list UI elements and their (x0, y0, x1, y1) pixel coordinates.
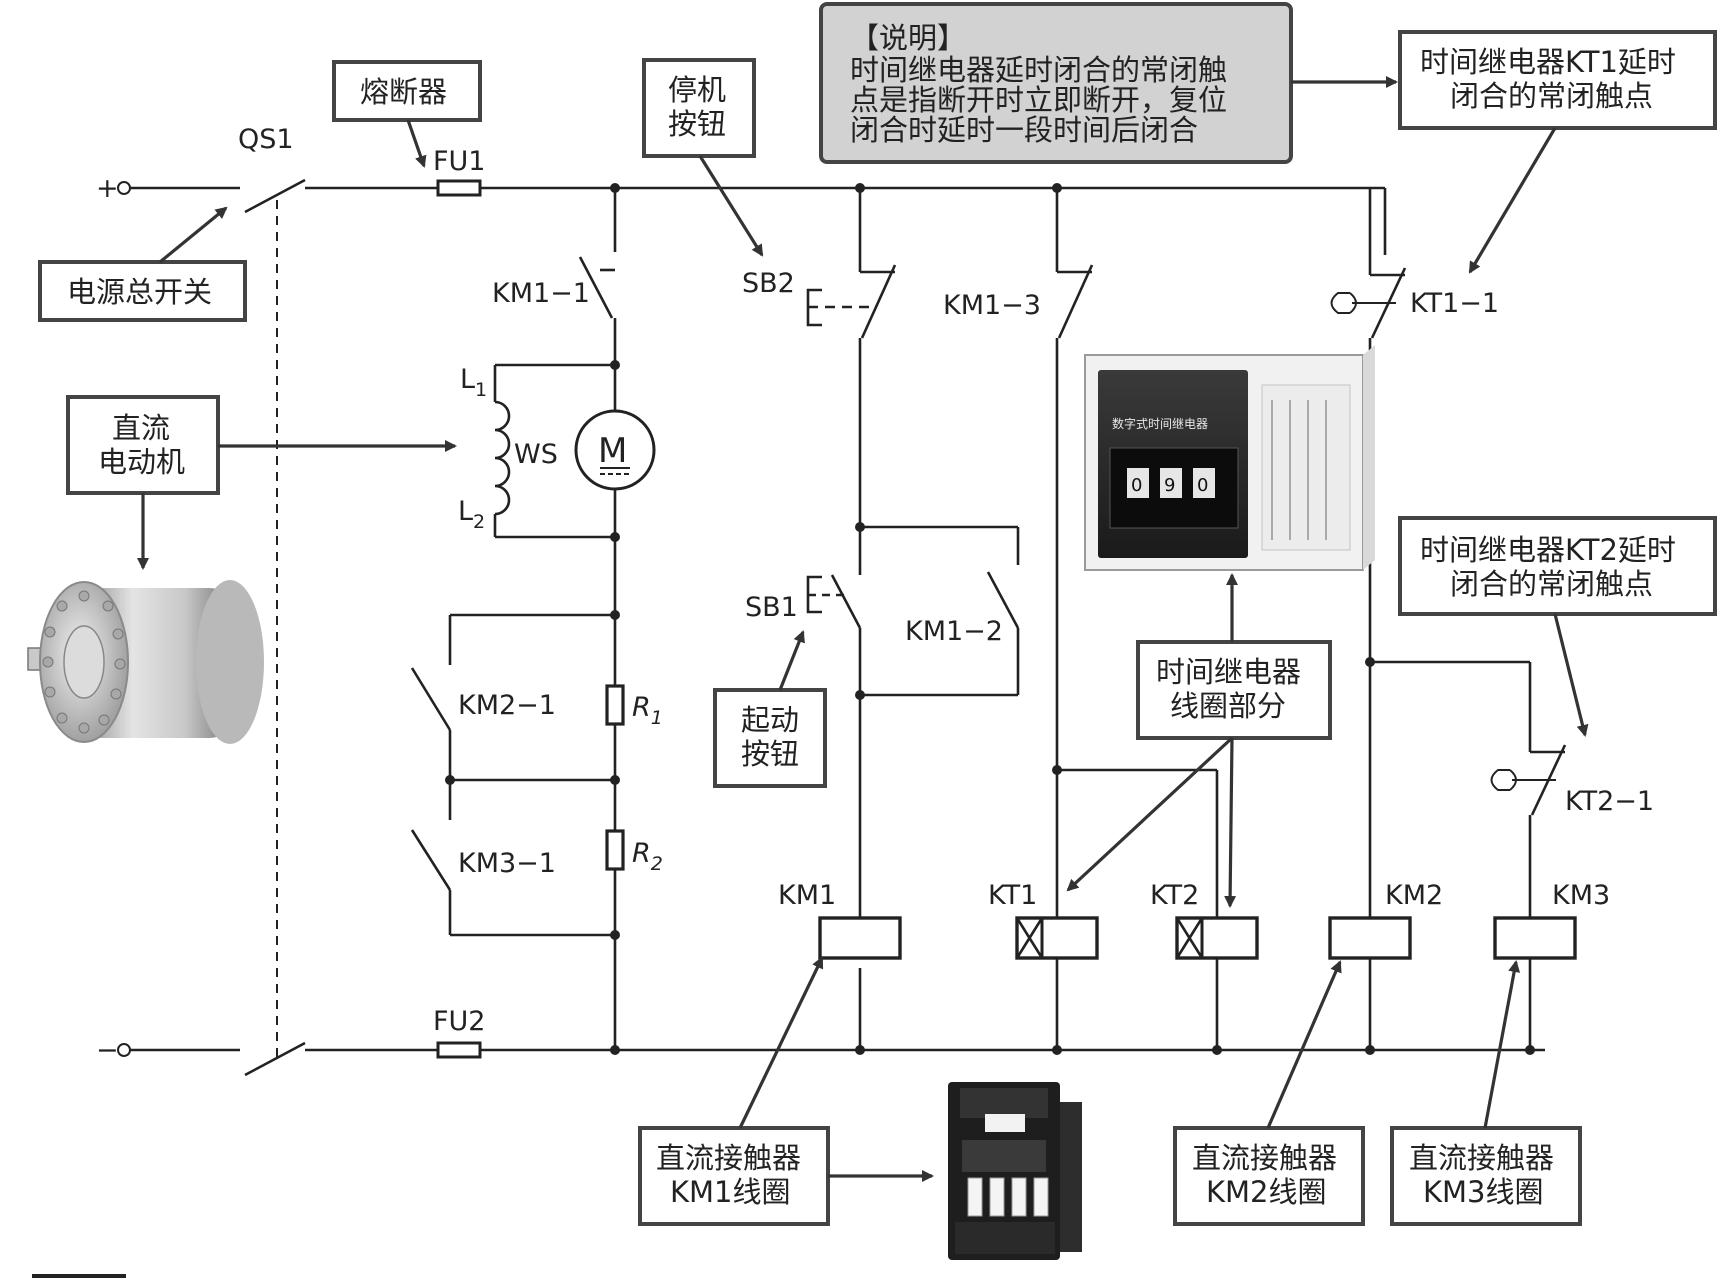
qs1-label: QS1 (238, 124, 294, 155)
coil-kt1-label: KT1 (988, 880, 1037, 911)
note-box: 【说明】 时间继电器延时闭合的常闭触 点是指断开时立即断开，复位 闭合时延时一段… (819, 2, 1293, 164)
callout-relay-coil: 时间继电器 线圈部分 (1136, 640, 1332, 740)
sb2-label: SB2 (742, 268, 795, 299)
callout-stop-button: 停机 按钮 (642, 58, 756, 158)
relay-digit-windows (1127, 468, 1215, 498)
svg-text:KM1线圈: KM1线圈 (670, 1175, 791, 1209)
relay-panel-text: 数字式时间继电器 (1112, 416, 1208, 431)
kt2-1-label: KT2−1 (1565, 786, 1654, 817)
km1-branch (806, 183, 1020, 1055)
svg-text:闭合的常闭触点: 闭合的常闭触点 (1450, 567, 1653, 601)
coil-km3-symbol (1493, 916, 1577, 960)
timer-branch (1015, 183, 1259, 1055)
coil-km2-label: KM2 (1385, 880, 1443, 911)
coil-kt2-label: KT2 (1150, 880, 1199, 911)
km1-2-label: KM1−2 (905, 616, 1003, 647)
coil-km3-label: KM3 (1552, 880, 1610, 911)
callout-arrows (137, 76, 1589, 1182)
time-relay-picture: 数字式时间继电器 0 9 0 (1084, 345, 1375, 571)
coil-km2-symbol (1328, 916, 1412, 960)
callout-km2-coil: 直流接触器 KM2线圈 (1173, 1126, 1365, 1226)
sb1-label: SB1 (745, 592, 798, 623)
svg-text:KM2线圈: KM2线圈 (1206, 1175, 1327, 1209)
svg-text:闭合时延时一段时间后闭合: 闭合时延时一段时间后闭合 (850, 113, 1198, 147)
svg-text:线圈部分: 线圈部分 (1170, 689, 1286, 723)
fu1-label: FU1 (433, 146, 485, 177)
svg-text:KM3线圈: KM3线圈 (1423, 1175, 1544, 1209)
positive-rail (117, 178, 1387, 255)
coil-km1-label: KM1 (778, 880, 836, 911)
l1-label: L1 (460, 364, 487, 401)
relay-digit-1: 0 (1131, 475, 1142, 496)
contactor-picture (948, 1082, 1082, 1260)
motor-branch (410, 183, 656, 1055)
r1-label: R1 (632, 692, 663, 729)
km1-3-label: KM1−3 (943, 290, 1041, 321)
svg-text:直流接触器: 直流接触器 (656, 1141, 801, 1175)
svg-text:直流接触器: 直流接触器 (1192, 1141, 1337, 1175)
negative-rail (117, 1041, 1545, 1077)
r2-label: R2 (632, 838, 663, 875)
callout-kt1-contact: 时间继电器KT1延时 闭合的常闭触点 (1398, 30, 1717, 130)
svg-text:直流: 直流 (112, 411, 170, 445)
svg-text:闭合的常闭触点: 闭合的常闭触点 (1450, 79, 1653, 113)
svg-text:【说明】: 【说明】 (850, 21, 966, 55)
svg-text:电动机: 电动机 (98, 445, 185, 479)
callout-kt2-contact: 时间继电器KT2延时 闭合的常闭触点 (1398, 516, 1717, 616)
resistor-r2 (605, 829, 625, 871)
svg-text:点是指断开时立即断开，复位: 点是指断开时立即断开，复位 (850, 83, 1227, 117)
plus-terminal-label: + (96, 173, 119, 204)
svg-text:停机: 停机 (668, 73, 726, 107)
svg-text:直流接触器: 直流接触器 (1409, 1141, 1554, 1175)
svg-text:熔断器: 熔断器 (360, 75, 447, 109)
svg-text:时间继电器: 时间继电器 (1156, 655, 1301, 689)
svg-text:时间继电器KT2延时: 时间继电器KT2延时 (1420, 533, 1676, 567)
km1-1-label: KM1−1 (492, 278, 590, 309)
minus-terminal-label: − (96, 1035, 119, 1066)
ws-label: WS (514, 439, 558, 470)
l2-label: L2 (458, 496, 485, 533)
callout-start-button: 起动 按钮 (713, 688, 827, 788)
km2-1-label: KM2−1 (458, 690, 556, 721)
callout-fuse: 熔断器 (332, 60, 482, 122)
relay-digit-3: 0 (1197, 475, 1208, 496)
resistor-r1 (605, 684, 625, 726)
fu2-label: FU2 (433, 1006, 485, 1037)
svg-text:起动: 起动 (741, 703, 799, 737)
kt1-1-label: KT1−1 (1410, 288, 1499, 319)
svg-text:按钮: 按钮 (668, 107, 726, 141)
callout-main-switch: 电源总开关 (38, 260, 247, 322)
km3-1-label: KM3−1 (458, 848, 556, 879)
svg-text:电源总开关: 电源总开关 (67, 275, 212, 309)
svg-text:时间继电器KT1延时: 时间继电器KT1延时 (1420, 45, 1676, 79)
dc-motor-picture (27, 580, 264, 744)
callout-km3-coil: 直流接触器 KM3线圈 (1390, 1126, 1582, 1226)
coil-km1-symbol (818, 916, 902, 960)
callout-km1-coil: 直流接触器 KM1线圈 (638, 1126, 830, 1226)
coil-kt1-symbol (1015, 916, 1099, 960)
svg-text:按钮: 按钮 (741, 737, 799, 771)
motor-letter: M (598, 431, 627, 471)
callout-dc-motor: 直流 电动机 (66, 395, 220, 495)
relay-digit-2: 9 (1164, 475, 1175, 496)
km3-branch (1490, 662, 1577, 1055)
svg-text:时间继电器延时闭合的常闭触: 时间继电器延时闭合的常闭触 (850, 53, 1227, 87)
